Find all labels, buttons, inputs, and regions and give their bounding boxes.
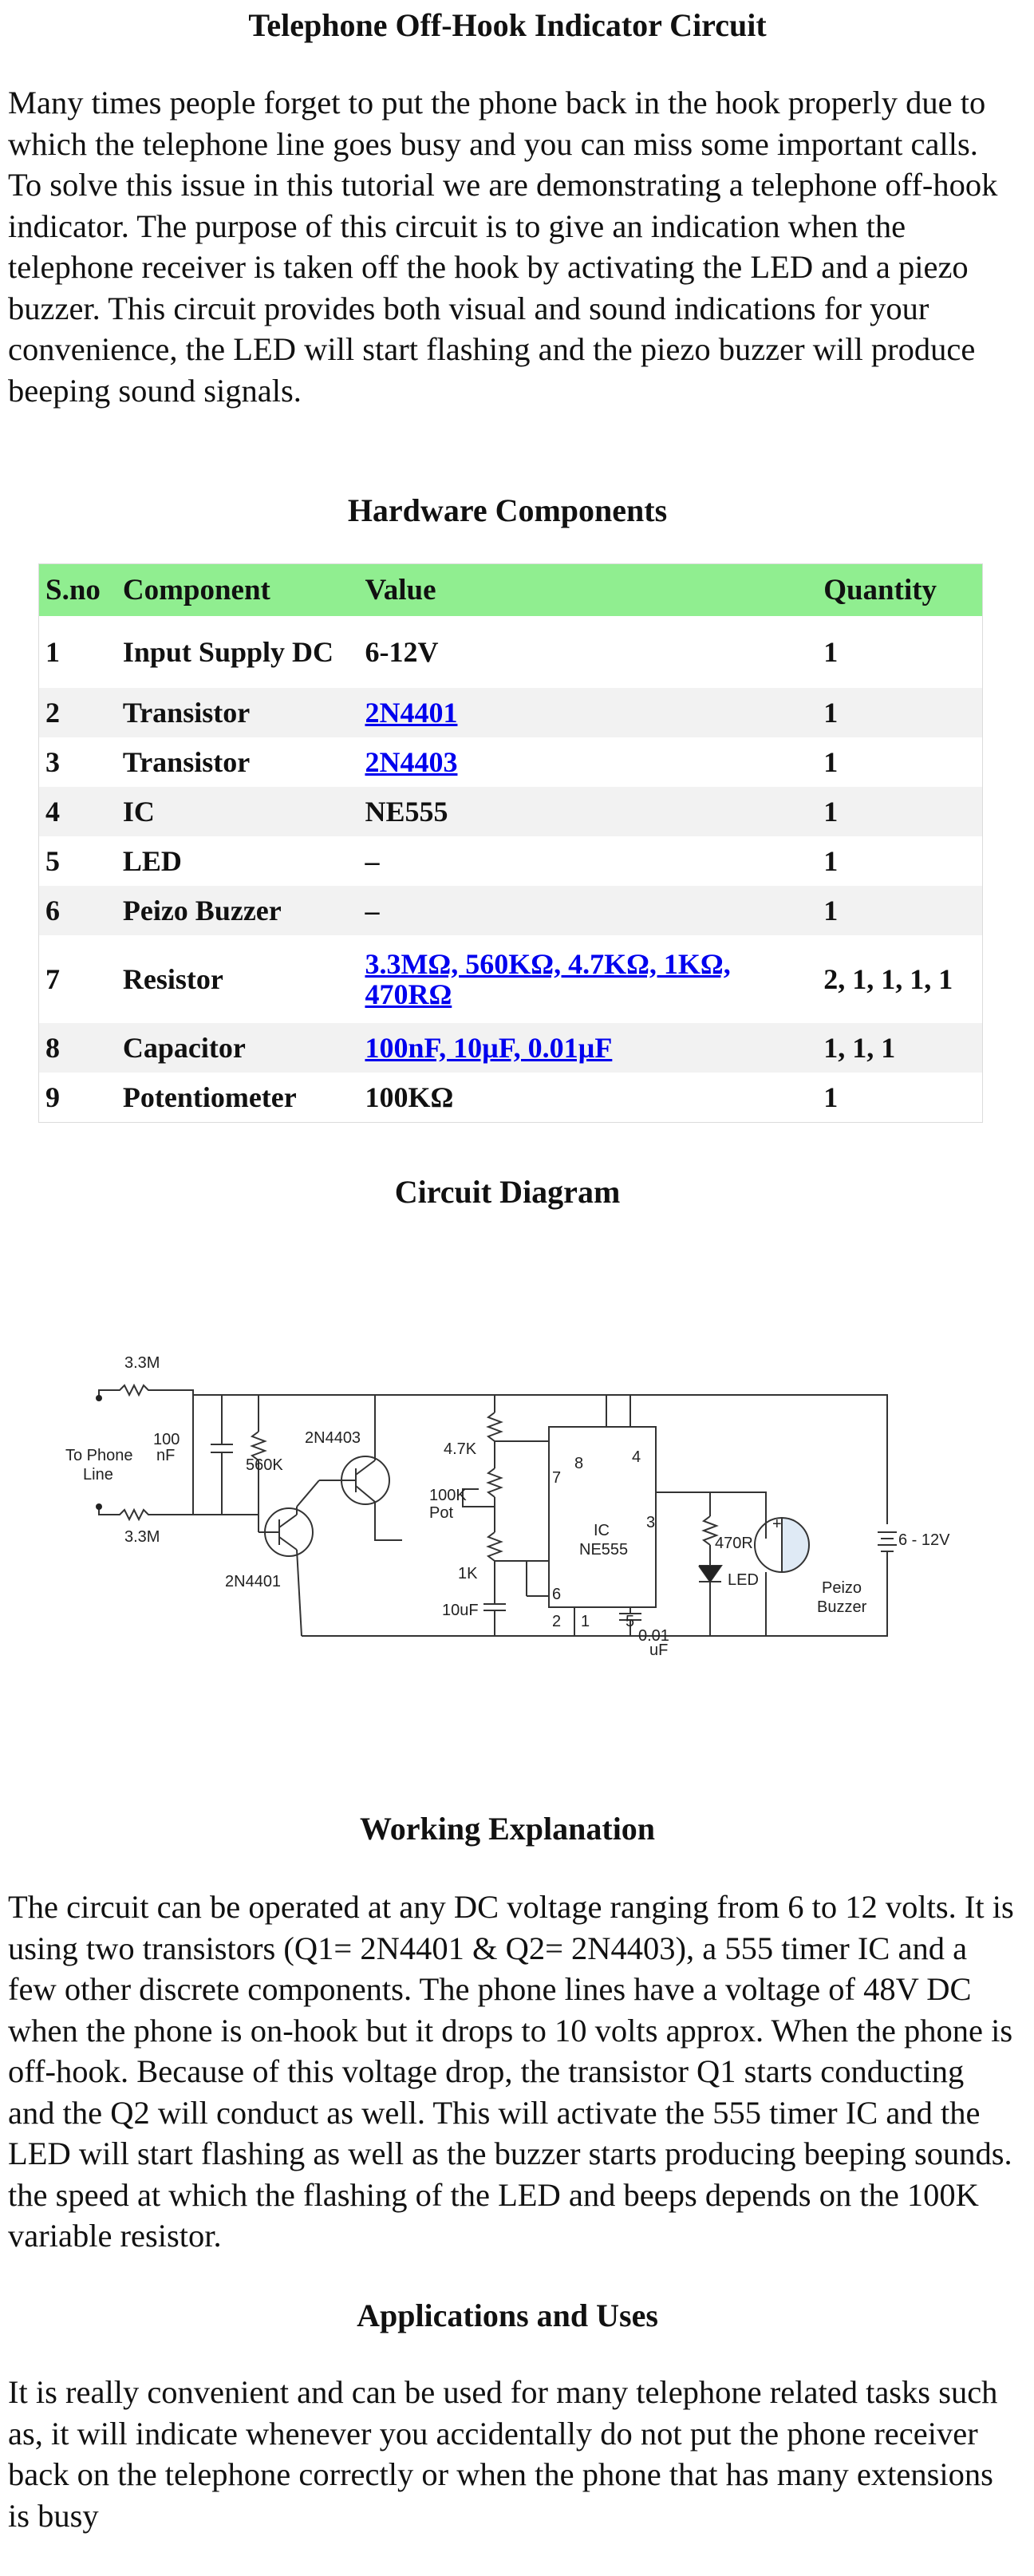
cell-value: 3.3MΩ, 560KΩ, 4.7KΩ, 1KΩ, 470RΩ (358, 935, 818, 1023)
label-pin1: 1 (581, 1613, 590, 1630)
cell-sno: 8 (38, 1023, 116, 1073)
label-r2: 3.3M (124, 1528, 160, 1546)
label-pin8: 8 (574, 1455, 583, 1472)
cell-value: – (358, 886, 818, 935)
cell-value: – (358, 836, 818, 886)
cell-quantity: 1, 1, 1 (817, 1023, 983, 1073)
cell-component: Transistor (116, 688, 359, 737)
cell-component: LED (116, 836, 359, 886)
value-link-2n4401[interactable]: 2N4401 (365, 697, 458, 729)
label-pin6: 6 (552, 1586, 561, 1603)
table-row: 1 Input Supply DC 6-12V 1 (38, 616, 983, 688)
label-c1b: nF (156, 1447, 175, 1464)
cell-component: Peizo Buzzer (116, 886, 359, 935)
page-title: Telephone Off-Hook Indicator Circuit (248, 7, 767, 43)
label-pin4: 4 (632, 1448, 641, 1466)
table-row: 2 Transistor 2N4401 1 (38, 688, 983, 737)
label-r1: 3.3M (124, 1354, 160, 1372)
cell-sno: 6 (38, 886, 116, 935)
table-row: 3 Transistor 2N4403 1 (38, 737, 983, 787)
value-link-capacitors[interactable]: 100nF, 10µF, 0.01µF (365, 1032, 613, 1064)
label-q2: 2N4403 (305, 1429, 361, 1447)
cell-sno: 7 (38, 935, 116, 1023)
cell-quantity: 1 (817, 737, 983, 787)
column-header-value: Value (358, 563, 818, 616)
applications-heading: Applications and Uses (357, 2297, 658, 2333)
label-pin5: 5 (626, 1613, 634, 1630)
cell-component: Capacitor (116, 1023, 359, 1073)
cell-quantity: 1 (817, 836, 983, 886)
column-header-quantity: Quantity (817, 563, 983, 616)
cell-sno: 2 (38, 688, 116, 737)
cell-quantity: 1 (817, 787, 983, 836)
cell-sno: 4 (38, 787, 116, 836)
label-r3: 560K (246, 1456, 283, 1474)
cell-quantity: 1 (817, 886, 983, 935)
cell-sno: 9 (38, 1073, 116, 1122)
cell-sno: 1 (38, 616, 116, 688)
label-plus: + (772, 1515, 782, 1533)
cell-value: NE555 (358, 787, 818, 836)
label-ic1: IC (594, 1522, 610, 1539)
cell-component: Resistor (116, 935, 359, 1023)
circuit-diagram: 3.3M 3.3M To Phone Line 100 nF 560K 2N44… (65, 1354, 950, 1659)
working-heading: Working Explanation (359, 1811, 656, 1847)
label-c2: 10uF (442, 1602, 479, 1619)
label-r4: 4.7K (444, 1440, 477, 1458)
cell-quantity: 2, 1, 1, 1, 1 (817, 935, 983, 1023)
cell-value: 2N4401 (358, 688, 818, 737)
value-link-2n4403[interactable]: 2N4403 (365, 746, 458, 778)
label-pin2: 2 (552, 1613, 561, 1630)
cell-quantity: 1 (817, 688, 983, 737)
applications-paragraph: It is really convenient and can be used … (8, 2374, 998, 2534)
table-row: 8 Capacitor 100nF, 10µF, 0.01µF 1, 1, 1 (38, 1023, 983, 1073)
label-c3a: 0.01 (638, 1627, 669, 1645)
column-header-sno: S.no (38, 563, 116, 616)
label-phone-line: To Phone (65, 1447, 133, 1464)
label-c1a: 100 (153, 1431, 180, 1448)
cell-sno: 5 (38, 836, 116, 886)
label-c3b: uF (649, 1642, 668, 1659)
label-buzzer-2: Buzzer (817, 1598, 867, 1616)
table-row: 4 IC NE555 1 (38, 787, 983, 836)
label-buzzer-1: Peizo (822, 1579, 862, 1597)
table-header-row: S.no Component Value Quantity (38, 563, 983, 616)
cell-component: IC (116, 787, 359, 836)
label-ic2: NE555 (579, 1541, 628, 1559)
cell-quantity: 1 (817, 616, 983, 688)
label-supply: 6 - 12V (898, 1531, 950, 1549)
label-pot2: Pot (429, 1504, 453, 1522)
label-led: LED (728, 1571, 759, 1589)
cell-value: 100KΩ (358, 1073, 818, 1122)
cell-value: 6-12V (358, 616, 818, 688)
cell-component: Transistor (116, 737, 359, 787)
diagram-heading: Circuit Diagram (394, 1174, 621, 1210)
column-header-component: Component (116, 563, 359, 616)
label-pin7: 7 (552, 1469, 561, 1487)
label-q1: 2N4401 (225, 1573, 281, 1590)
intro-paragraph: Many times people forget to put the phon… (8, 85, 998, 409)
table-row: 9 Potentiometer 100KΩ 1 (38, 1073, 983, 1122)
table-row: 7 Resistor 3.3MΩ, 560KΩ, 4.7KΩ, 1KΩ, 470… (38, 935, 983, 1023)
label-r5: 1K (458, 1565, 478, 1582)
components-table: S.no Component Value Quantity 1 Input Su… (38, 563, 983, 1123)
working-paragraph: The circuit can be operated at any DC vo… (8, 1889, 1014, 2254)
label-pot1: 100K (429, 1487, 467, 1504)
cell-value: 100nF, 10µF, 0.01µF (358, 1023, 818, 1073)
cell-component: Input Supply DC (116, 616, 359, 688)
cell-sno: 3 (38, 737, 116, 787)
label-pin3: 3 (646, 1514, 655, 1531)
table-row: 6 Peizo Buzzer – 1 (38, 886, 983, 935)
cell-component: Potentiometer (116, 1073, 359, 1122)
label-phone-line-2: Line (83, 1466, 113, 1484)
label-r6: 470R (715, 1535, 753, 1552)
cell-quantity: 1 (817, 1073, 983, 1122)
hardware-heading: Hardware Components (347, 492, 668, 528)
cell-value: 2N4403 (358, 737, 818, 787)
table-row: 5 LED – 1 (38, 836, 983, 886)
value-link-resistors[interactable]: 3.3MΩ, 560KΩ, 4.7KΩ, 1KΩ, 470RΩ (365, 948, 731, 1010)
